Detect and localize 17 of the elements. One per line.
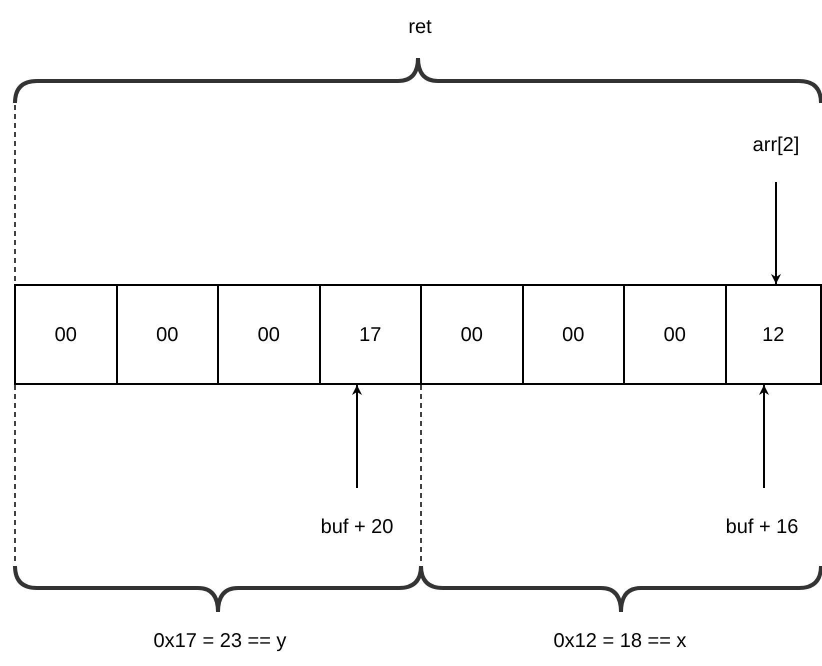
memory-cell: 00 [116,284,219,385]
brace-label: 0x17 = 23 == y [152,629,288,654]
memory-cell: 00 [420,284,524,385]
brace-label: ret [407,15,433,40]
brace-label: 0x12 = 18 == x [552,629,688,654]
memory-cell: 00 [522,284,625,385]
arrow [759,385,769,488]
memory-cell: 00 [217,284,320,385]
pointer-label: buf + 16 [703,510,821,544]
memory-cell: 12 [724,284,822,385]
memory-cell: 00 [14,284,118,385]
arrow [771,182,781,284]
memory-cell: 17 [318,284,422,385]
arrow [352,385,362,488]
pointer-label: arr[2] [740,128,812,162]
memory-cell: 00 [623,284,726,385]
pointer-label: buf + 20 [298,510,416,544]
